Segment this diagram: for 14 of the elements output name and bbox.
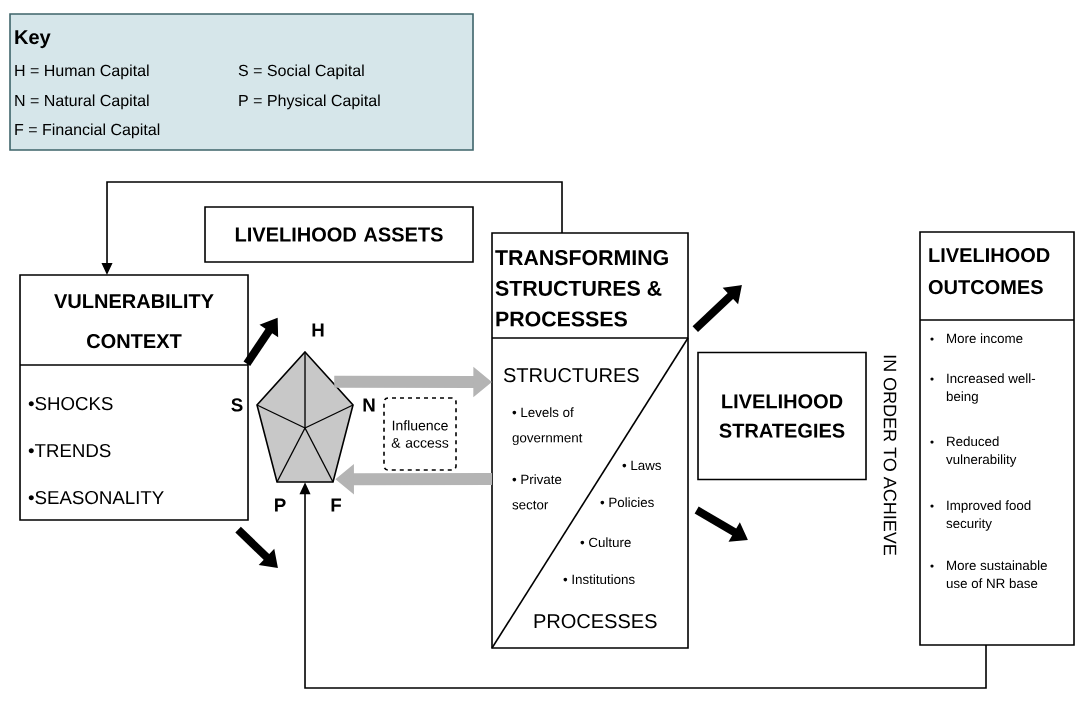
titled-box: LIVELIHOOD OUTCOMES More income Increased well- being Reduced vulnerability Improved food security More sustainable use of NR base: [919, 231, 1075, 646]
arrow: [235, 526, 278, 568]
label-box: LIVELIHOOD STRATEGIES: [697, 351, 867, 481]
vertex-letter: H: [312, 323, 324, 337]
dashed-box: Influence & access: [383, 397, 457, 471]
vertex-letter: F: [331, 498, 342, 512]
vertex-letter: P: [275, 498, 286, 512]
arrow: [692, 285, 742, 333]
vertex-letter: S: [231, 398, 243, 412]
vertical-label: IN ORDER TO ACHIEVE: [883, 355, 897, 556]
key-box: Key H = Human Capital S = Social Capital N = Natural Capital P = Physical Capital F = Financial Capital: [9, 13, 474, 151]
titled-box: TRANSFORMING STRUCTURES & PROCESSES STRUCTURES • Levels of government • Private sector • Laws • Policies • Culture • Institutions PROCESSES: [491, 232, 689, 649]
label-box: LIVELIHOOD ASSETS: [204, 206, 474, 263]
vertex-letter: N: [363, 398, 375, 412]
